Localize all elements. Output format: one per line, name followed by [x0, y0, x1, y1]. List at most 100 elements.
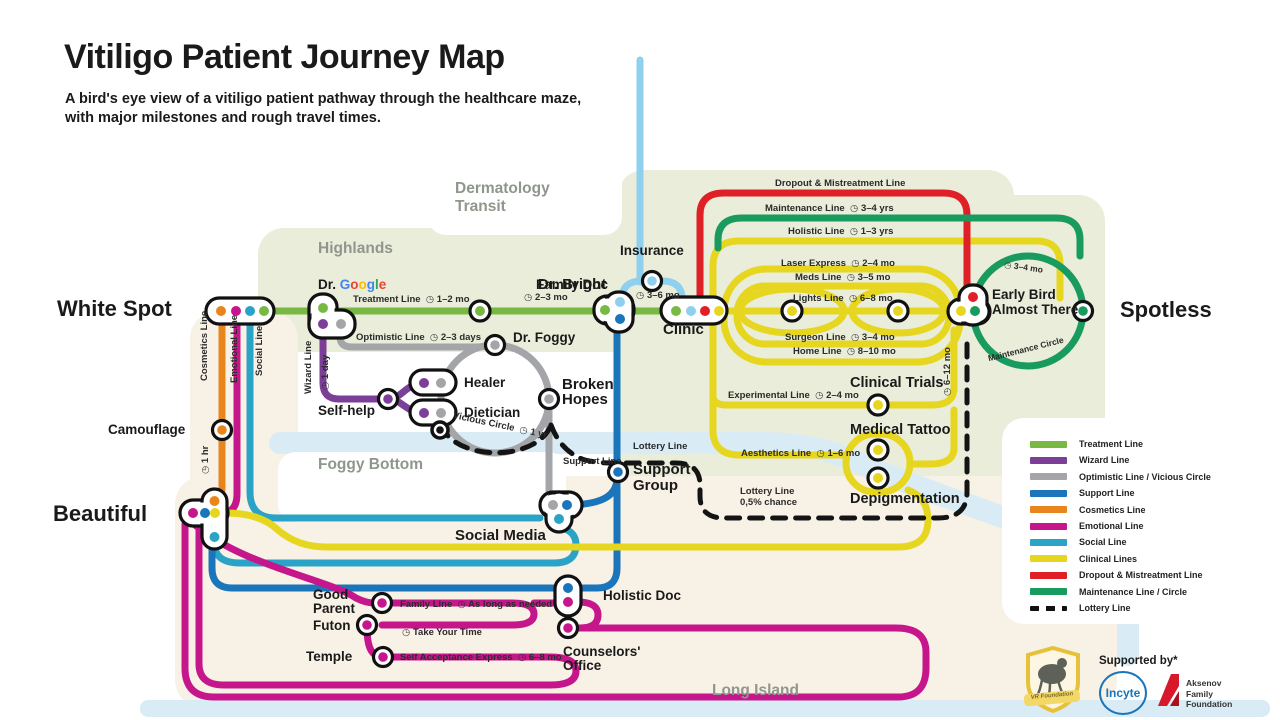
legend-item: Cosmetics Line [1030, 504, 1146, 516]
line-label-home: Home Line ◷ 8–10 mo [793, 346, 896, 357]
legend-swatch [1030, 571, 1067, 579]
clock-icon: ◷ [942, 387, 953, 396]
station-label-dr-foggy: Dr. Foggy [513, 330, 576, 345]
legend-label: Cosmetics Line [1079, 504, 1146, 515]
legend-swatch [1030, 473, 1067, 481]
line-label-dropout: Dropout & Mistreatment Line [775, 178, 906, 189]
clock-icon: ◷ [850, 203, 859, 214]
line-label-laser: Laser Express ◷ 2–4 mo [781, 258, 895, 269]
line-label-family: Family Line ◷ As long as needed [400, 599, 553, 610]
legend-swatch [1030, 522, 1067, 530]
dermatology-transit-box [428, 163, 622, 235]
line-label-take-your-time: ◷ Take Your Time [402, 627, 482, 638]
dropout-line [696, 189, 971, 308]
station-label-clinic: Clinic [663, 321, 704, 338]
foggy-bottom-box [278, 452, 566, 522]
legend-swatch [1030, 588, 1067, 596]
station-label-medical-tattoo: Medical Tattoo [850, 422, 951, 438]
line-label-insurance-time: ◷ 3–6 mo [636, 290, 680, 301]
line-label-cosmetics: Cosmetics Line [199, 310, 210, 381]
legend-label: Wizard Line [1079, 455, 1130, 466]
station-label-insurance: Insurance [620, 243, 684, 258]
line-label-holistic: Holistic Line ◷ 1–3 yrs [788, 226, 894, 237]
clock-icon: ◷ [636, 290, 645, 301]
legend-item: Optimistic Line / Vicious Circle [1030, 471, 1211, 483]
station-label-camouflage: Camouflage [108, 422, 186, 437]
page-subtitle-line1: A bird's eye view of a vitiligo patient … [65, 91, 582, 107]
station-label-broken-hopes-2: Hopes [562, 391, 608, 408]
clock-icon: ◷ [816, 448, 825, 459]
clock-icon: ◷ [846, 346, 856, 357]
lottery-line [438, 331, 970, 521]
station-label-holistic-doc: Holistic Doc [603, 588, 682, 603]
line-label-wizard-time: ◷ 1 day [320, 354, 331, 390]
legend-swatch [1030, 555, 1067, 563]
line-label-treatment: Treatment Line ◷ 1–2 mo [353, 294, 470, 305]
line-label-emotional: Emotional Line [229, 314, 240, 383]
legend-label: Dropout & Mistreatment Line [1079, 570, 1203, 581]
station-label-social-media: Social Media [455, 527, 546, 544]
line-label-surgeon: Surgeon Line ◷ 3–4 mo [785, 332, 895, 343]
station-label-broken-hopes-1: Broken [562, 376, 614, 393]
clock-icon: ◷ [429, 332, 439, 343]
line-label-wizard: Wizard Line [303, 340, 314, 394]
dr-google-letter: o [358, 277, 367, 292]
clock-icon: ◷ [200, 465, 211, 474]
legend-label: Treatment Line [1079, 439, 1144, 449]
station-label-clinical-trials: Clinical Trials [850, 375, 944, 391]
clock-icon: ◷ [848, 293, 858, 304]
supported-by-label: Supported by* [1099, 655, 1178, 667]
line-label-lottery-chance-2: 0,5% chance [740, 497, 798, 508]
clock-icon: ◷ [1003, 259, 1013, 271]
legend-label: Maintenance Line / Circle [1079, 586, 1188, 597]
region-dermatology-line1: Dermatology [455, 180, 550, 197]
dr-google-letter: g [366, 277, 376, 292]
station-label-healer: Healer [464, 375, 506, 390]
line-label-bright-time: ◷ 2–3 mo [524, 292, 568, 303]
line-label-lights: Lights Line ◷ 6–8 mo [793, 293, 893, 304]
station-label-early-bird-2: Almost There [992, 302, 1079, 317]
legend-label: Optimistic Line / Vicious Circle [1079, 471, 1211, 482]
clock-icon: ◷ [850, 332, 860, 343]
legend-label: Emotional Line [1079, 521, 1144, 531]
station-holistic-doc [553, 574, 583, 618]
legend-swatch [1030, 440, 1067, 448]
line-label-clinical-side-time: ◷ 6–12 mo [942, 347, 953, 396]
experimental-line [709, 326, 958, 409]
station-label-dr-bright: Dr. Bright [538, 276, 607, 293]
region-long-island: Long Island [712, 682, 799, 699]
legend-swatch [1030, 538, 1067, 546]
station-label-counselors-2: Office [563, 658, 602, 673]
dr-google-letter: Dr. [318, 277, 340, 292]
station-label-depigmentation: Depigmentation [850, 491, 960, 507]
station-label-self-help: Self-help [318, 403, 376, 418]
clock-icon: ◷ [524, 292, 533, 303]
line-label-cosmetics-time: ◷ 1 hr [200, 445, 211, 474]
legend-swatch [1030, 489, 1067, 497]
line-label-self-acceptance: Self Acceptance Express ◷ 6–8 mo [400, 652, 562, 663]
legend-item: Dropout & Mistreatment Line [1030, 569, 1203, 581]
terminal-spotless: Spotless [1120, 297, 1212, 322]
legend-item: Wizard Line [1030, 454, 1129, 466]
legend-item: Treatment Line [1030, 438, 1143, 450]
clock-icon: ◷ [320, 381, 331, 390]
page-title: Vitiligo Patient Journey Map [64, 38, 505, 76]
aesthetics-line [709, 426, 850, 459]
line-label-lottery: Lottery Line [633, 441, 688, 452]
station-label-dietician: Dietician [464, 405, 521, 420]
legend-item: Lottery Line [1030, 602, 1131, 614]
legend-item: Maintenance Line / Circle [1030, 586, 1187, 598]
station-label-good-parent-2: Parent [313, 601, 356, 616]
clock-icon: ◷ [846, 272, 856, 283]
social-line [210, 316, 580, 567]
legend-item: Support Line [1030, 487, 1135, 499]
page-subtitle-line2: with major milestones and rough travel t… [65, 110, 381, 126]
vr-foundation-logo [1023, 645, 1081, 714]
station-dietician [408, 398, 458, 427]
dr-google-letter: e [378, 277, 387, 292]
station-label-early-bird-1: Early Bird [992, 287, 1056, 302]
station-healer [408, 368, 458, 397]
legend-item: Emotional Line [1030, 520, 1144, 532]
